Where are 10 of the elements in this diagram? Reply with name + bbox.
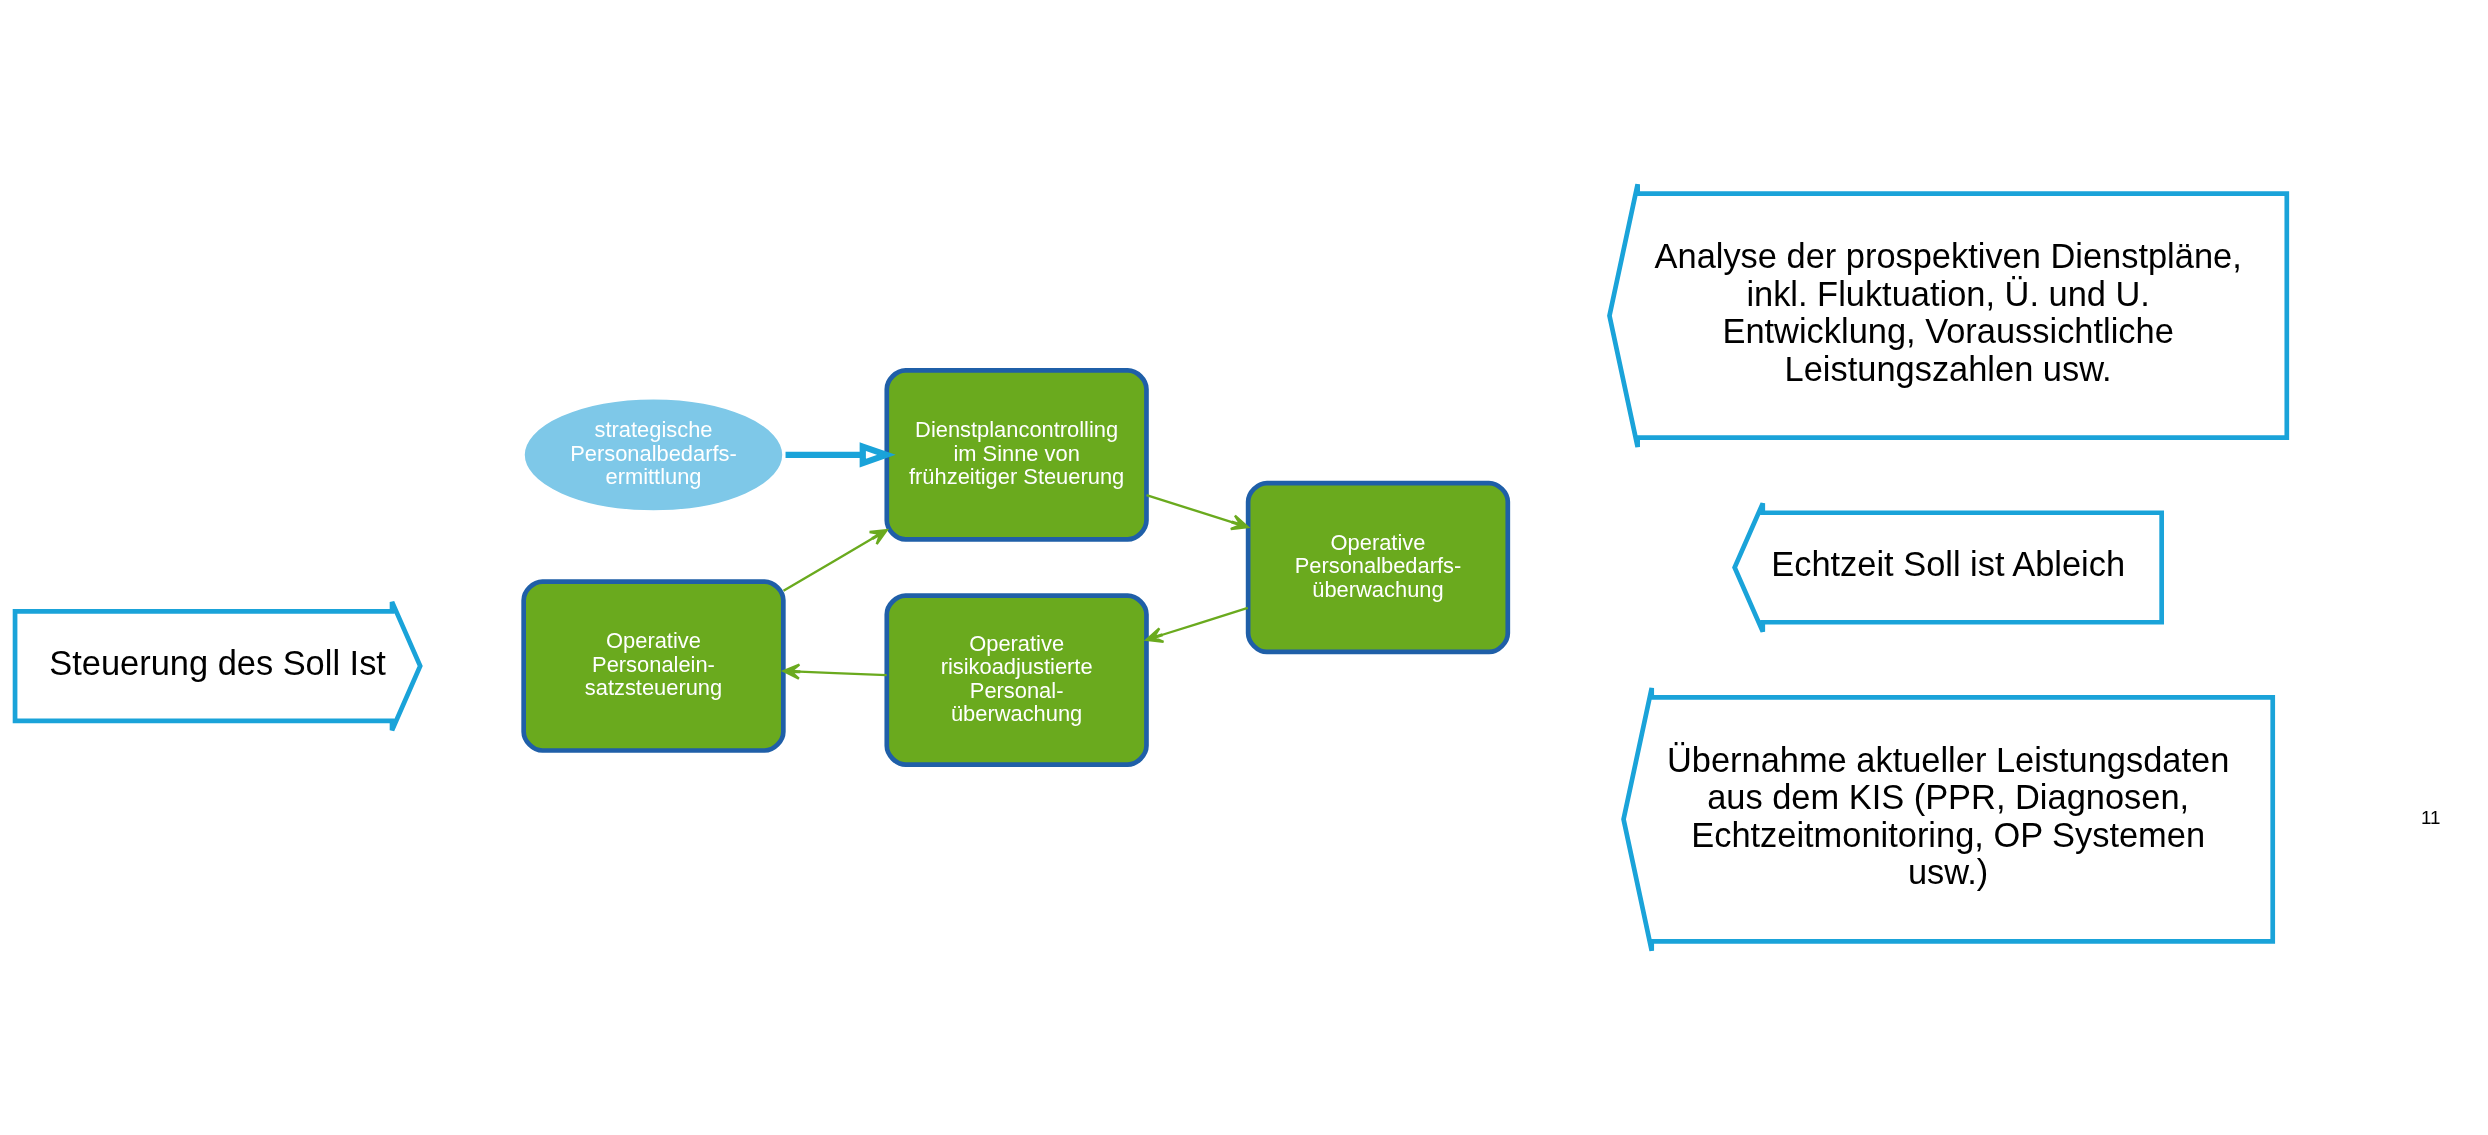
node-box: Operative Personalbedarfs- überwachung (1245, 480, 1511, 655)
arrow (1145, 606, 1249, 643)
node-box: Dienstplancontrolling im Sinne von frühzeitiger Steuerung (884, 368, 1149, 542)
arrow (1146, 494, 1249, 531)
label: 11 (2420, 807, 2441, 829)
node-box: Operative risikoadjustierte Personal- überwachung (884, 593, 1149, 767)
node-box: Operative Personalein- satzsteuerung (521, 579, 786, 753)
arrow (785, 442, 896, 468)
arrow (782, 663, 887, 680)
arrow (782, 529, 888, 592)
